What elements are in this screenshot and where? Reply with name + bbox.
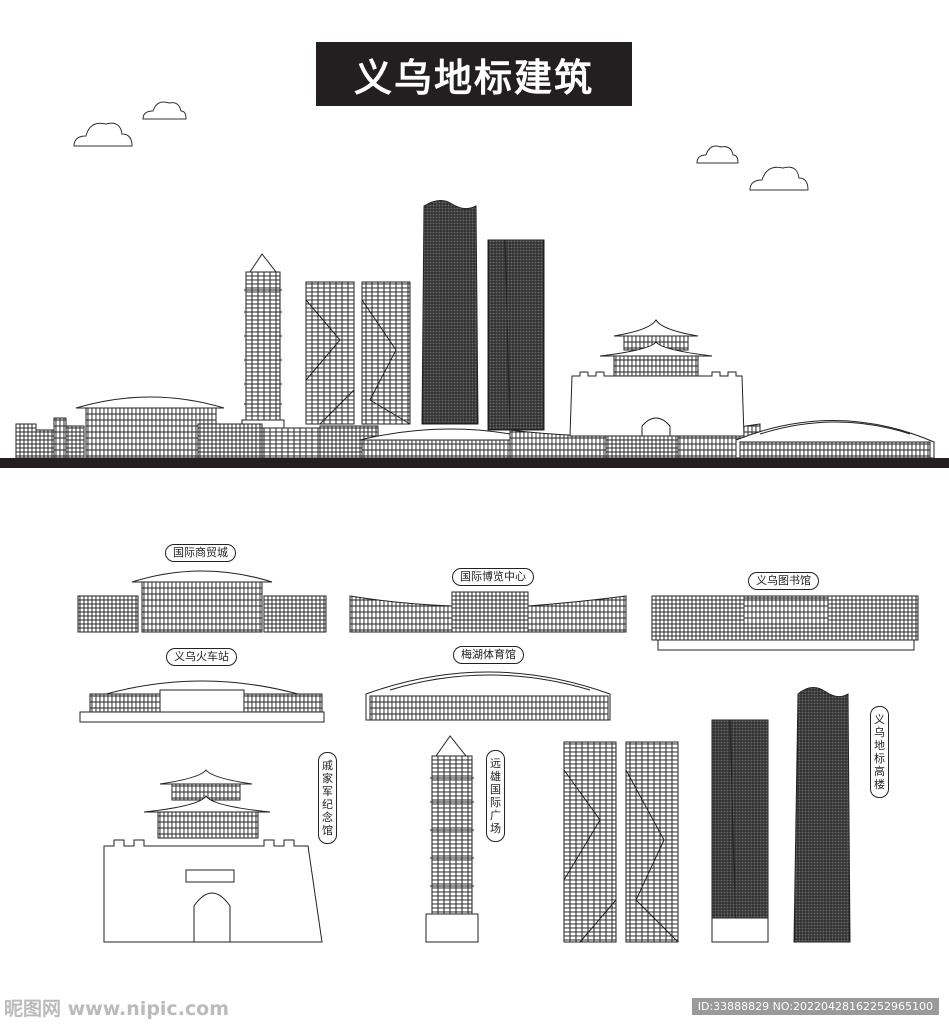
expo-center-building: [349, 591, 627, 633]
label-landmark-tower: 义乌地标高楼: [870, 706, 889, 798]
label-qi-memorial: 戚家军纪念馆: [318, 752, 337, 844]
label-railway-station: 义乌火车站: [166, 648, 237, 666]
label-trade-city: 国际商贸城: [165, 544, 236, 562]
watermark-id: ID:33888829 NO:20220428162252965100: [691, 998, 939, 1015]
landmark-towers: [711, 687, 851, 943]
meihu-gym-building: [365, 671, 611, 721]
label-expo-center: 国际博览中心: [452, 568, 534, 586]
label-library: 义乌图书馆: [748, 572, 819, 590]
library-building: [651, 595, 919, 651]
label-yuanxiong-plaza: 远雄国际广场: [486, 750, 505, 842]
gate-top: [569, 319, 745, 437]
railway-station-building: [79, 680, 325, 723]
trade-city-building: [77, 570, 327, 633]
pagoda-building: [425, 735, 479, 943]
cloud-icon: [73, 101, 809, 191]
label-meihu-gym: 梅湖体育馆: [453, 646, 524, 664]
yuanxiong-towers: [563, 741, 679, 943]
title-banner: 义乌地标建筑: [316, 42, 632, 106]
watermark-left: 昵图网 www.nipic.com: [4, 998, 230, 1020]
qi-memorial-building: [103, 769, 323, 943]
page-title: 义乌地标建筑: [353, 55, 594, 100]
